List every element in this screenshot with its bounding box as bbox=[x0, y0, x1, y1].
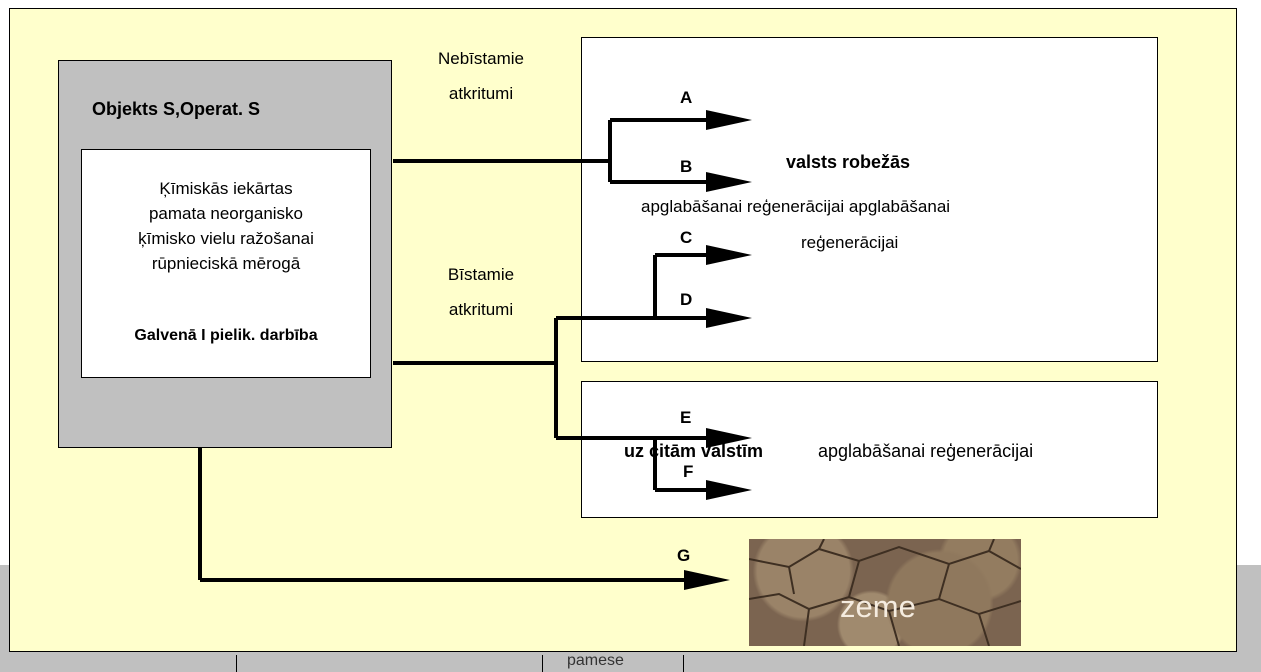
flow-label-b: B bbox=[680, 157, 693, 176]
activity-line: Ķīmiskās iekārtas bbox=[159, 179, 293, 198]
nonhazardous-label: atkritumi bbox=[448, 84, 514, 103]
background-cell bbox=[543, 655, 684, 672]
hazardous-label: atkritumi bbox=[448, 300, 514, 319]
arrowhead-b bbox=[706, 172, 752, 192]
abroad-box bbox=[581, 381, 1158, 518]
domestic-title: valsts robežās bbox=[786, 152, 911, 172]
main-activity-label: Galvenā I pielik. darbība bbox=[134, 327, 318, 344]
crack-pattern bbox=[749, 539, 1021, 646]
activity-line: rūpnieciskā mērogā bbox=[151, 254, 301, 273]
flow-label-a: A bbox=[680, 88, 693, 107]
abroad-destinations: apglabāšanai reģenerācijai bbox=[818, 441, 1034, 461]
domestic-box bbox=[581, 37, 1158, 362]
background-cell bbox=[237, 655, 543, 672]
flow-label-e: E bbox=[680, 408, 692, 427]
arrowhead-d bbox=[706, 308, 752, 328]
background-cell bbox=[0, 655, 237, 672]
activity-line: pamata neorganisko bbox=[148, 204, 304, 223]
nonhazardous-label: Nebīstamie bbox=[438, 49, 524, 68]
arrowhead-a bbox=[706, 110, 752, 130]
arrowhead-g bbox=[684, 570, 730, 590]
activity-line: ķīmisko vielu ražošanai bbox=[138, 229, 314, 248]
domestic-destinations: apglabāšanai reģenerācijai apglabāšanai bbox=[641, 197, 951, 216]
land-image bbox=[749, 539, 1021, 646]
flow-label-f: F bbox=[683, 462, 694, 481]
flow-label-c: C bbox=[680, 228, 693, 247]
activity-box bbox=[81, 149, 371, 378]
land-label: zeme bbox=[840, 589, 916, 624]
facility-title: Objekts S,Operat. S bbox=[92, 99, 261, 119]
arrowhead-f bbox=[706, 480, 752, 500]
abroad-title: uz citām valstīm bbox=[624, 441, 764, 461]
domestic-destinations: reģenerācijai bbox=[801, 233, 899, 252]
arrowhead-e bbox=[706, 428, 752, 448]
flow-label-g: G bbox=[677, 546, 691, 565]
flow-label-d: D bbox=[680, 290, 693, 309]
arrowhead-c bbox=[706, 245, 752, 265]
hazardous-label: Bīstamie bbox=[447, 265, 515, 284]
background-partial-text: pamese bbox=[567, 652, 624, 669]
